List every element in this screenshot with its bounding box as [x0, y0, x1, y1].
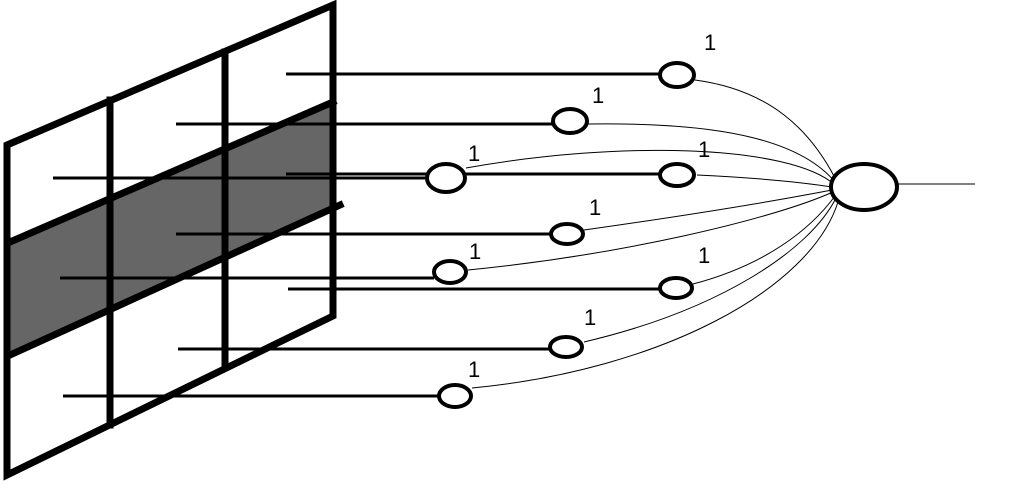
input-node [549, 222, 585, 246]
input-node [551, 107, 589, 135]
weighted-connections [465, 79, 839, 389]
input-grid [3, 0, 345, 481]
connection [583, 197, 837, 343]
connection [467, 191, 834, 271]
weight-labels: 1 1 1 1 1 1 1 1 1 [468, 30, 716, 382]
input-lines [53, 72, 660, 398]
input-node [658, 162, 696, 188]
input-node [658, 61, 696, 89]
input-node [658, 276, 694, 300]
grid-row-divider-bottom [5, 200, 345, 360]
shaded-grid-row [10, 102, 333, 355]
weight-label: 1 [698, 243, 710, 268]
connection [583, 189, 833, 231]
weight-label: 1 [592, 83, 604, 108]
weight-label: 1 [704, 30, 716, 55]
weight-label: 1 [589, 195, 601, 220]
weight-label: 1 [468, 141, 480, 166]
connection [696, 174, 833, 188]
input-node [548, 335, 584, 359]
connection [694, 79, 836, 179]
connection [692, 195, 836, 285]
weight-label: 1 [698, 137, 710, 162]
input-node [432, 259, 468, 285]
input-node [437, 383, 473, 409]
input-node [425, 162, 467, 194]
input-nodes [425, 61, 696, 409]
connection [465, 149, 836, 186]
weight-label: 1 [469, 239, 481, 264]
connection [587, 123, 836, 183]
weight-label: 1 [468, 357, 480, 382]
weight-label: 1 [584, 305, 596, 330]
output-node [829, 162, 899, 212]
connection [471, 201, 839, 389]
